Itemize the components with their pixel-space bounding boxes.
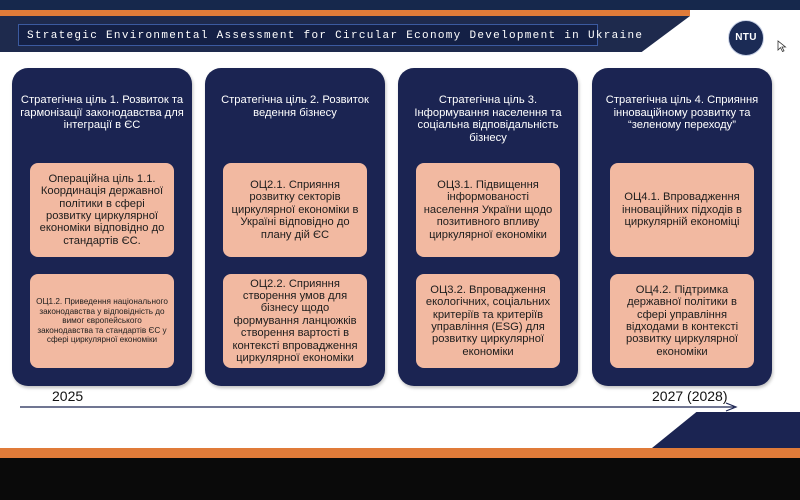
- operational-goal-4-1: ОЦ4.1. Впровадження інноваційних підході…: [610, 163, 754, 257]
- strategic-goal-card-2: Стратегічна ціль 2. Розвиток ведення біз…: [205, 68, 385, 386]
- operational-goal-3-2: ОЦ3.2. Впровадження екологічних, соціаль…: [416, 274, 560, 368]
- operational-goal-3-1: ОЦ3.1. Підвищення інформованості населен…: [416, 163, 560, 257]
- bottom-navy-shape: [652, 412, 800, 448]
- operational-goal-2-1: ОЦ2.1. Сприяння розвитку секторів циркул…: [223, 163, 367, 257]
- bottom-black-bar: [0, 458, 800, 500]
- mouse-cursor-icon: [777, 40, 787, 52]
- logo-text: NTU: [735, 32, 757, 43]
- timeline-start-year: 2025: [52, 388, 84, 404]
- top-orange-stripe: [0, 10, 690, 16]
- goal-title: Стратегічна ціль 2. Розвиток ведення біз…: [221, 94, 369, 119]
- bottom-orange-stripe: [0, 448, 800, 458]
- strategic-goal-card-4: Стратегічна ціль 4. Сприяння інноваційно…: [592, 68, 772, 386]
- operational-goal-4-2: ОЦ4.2. Підтримка державної політики в сф…: [610, 274, 754, 368]
- goal-title: Стратегічна ціль 3. Інформування населен…: [414, 94, 562, 144]
- operational-goal-1-1: Операційна ціль 1.1. Координація державн…: [30, 163, 174, 257]
- banner-title: Strategic Environmental Assessment for C…: [18, 24, 642, 46]
- operational-goal-2-2: ОЦ2.2. Сприяння створення умов для бізне…: [223, 274, 367, 368]
- timeline-end-year: 2027 (2028): [652, 388, 728, 404]
- top-navy-bar: [0, 0, 800, 10]
- strategic-goal-card-1: Стратегічна ціль 1. Розвиток та гармоніз…: [12, 68, 192, 386]
- ntu-logo: NTU: [728, 20, 764, 56]
- goal-title: Стратегічна ціль 4. Сприяння інноваційно…: [605, 94, 759, 131]
- goal-title: Стратегічна ціль 1. Розвиток та гармоніз…: [20, 94, 184, 131]
- operational-goal-1-2: ОЦ1.2. Приведення національного законода…: [30, 274, 174, 368]
- strategic-goal-card-3: Стратегічна ціль 3. Інформування населен…: [398, 68, 578, 386]
- timeline-arrow-icon: [20, 402, 738, 412]
